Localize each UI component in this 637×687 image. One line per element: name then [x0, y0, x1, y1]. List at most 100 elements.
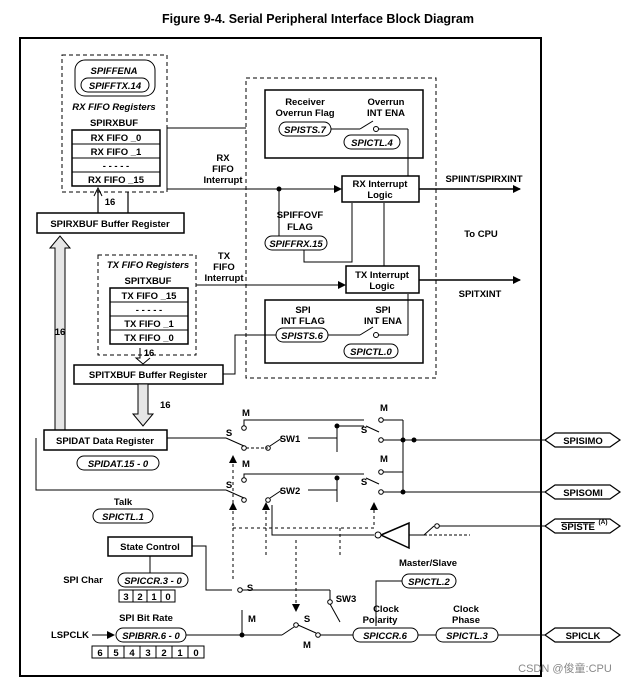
tx-fifo-item: TX FIFO _15 — [122, 291, 178, 302]
spiste-note: (A) — [598, 519, 607, 526]
receiver-label: Receiver — [285, 97, 325, 108]
spi-bit-rate-bit: 0 — [193, 648, 198, 659]
clk-s-label: S — [304, 614, 310, 625]
tx-fifo-heading: TX FIFO Registers — [107, 260, 189, 271]
overrun-flag-label: Overrun Flag — [275, 108, 334, 119]
tx-bus-width-small: 16 — [144, 348, 155, 359]
rx-fifo-heading: RX FIFO Registers — [72, 102, 155, 113]
spiffena-oval — [74, 59, 156, 97]
rx-fifo-interrupt-line2: FIFO — [212, 164, 234, 175]
spictl0-label: SPICTL.0 — [350, 347, 392, 358]
spi-bit-rate-bit: 2 — [161, 648, 166, 659]
tx-bus-arrow — [131, 383, 155, 427]
sw3-s-label: S — [247, 583, 253, 594]
rx-fifo-item: RX FIFO _0 — [91, 133, 142, 144]
spifftx14-oval — [80, 77, 150, 93]
spiccr6-label: SPICCR.6 — [363, 631, 408, 642]
clock-polarity-line1: Clock — [373, 604, 400, 615]
spi-char-label: SPI Char — [63, 575, 103, 586]
spi-char-bits: 3 2 1 0 — [118, 589, 176, 603]
rx-fifo-item: RX FIFO _15 — [88, 175, 145, 186]
talk-label: Talk — [114, 497, 133, 508]
spiffovf-label: SPIFFOVF — [277, 210, 324, 221]
pin-spiclk: SPICLK — [543, 627, 622, 643]
spi-bit-rate-label: SPI Bit Rate — [119, 613, 173, 624]
spists7-label: SPISTS.7 — [284, 125, 326, 136]
sw3-label: SW3 — [336, 594, 357, 605]
pin-spisomi: SPISOMI — [543, 484, 622, 500]
spidat-reg-oval — [76, 455, 160, 471]
spibrr-label: SPIBRR.6 - 0 — [122, 631, 180, 642]
spi-int-flag-line2: INT FLAG — [281, 316, 325, 327]
tx-fifo-group — [97, 254, 197, 356]
tx-interrupt-logic-line2: Logic — [369, 281, 394, 292]
sw2-label: SW2 — [280, 486, 301, 497]
spi-int-ena-line2: INT ENA — [364, 316, 402, 327]
spiste-label: SPISTE — [561, 522, 595, 533]
tx-fifo-interrupt-line3: Interrupt — [204, 273, 244, 284]
rx-fifo-item: - - - - - — [103, 161, 129, 172]
spiclk-label: SPICLK — [566, 631, 601, 642]
clk-m-label: M — [248, 614, 256, 625]
tx-bus-width: 16 — [160, 400, 171, 411]
spiste-buffer-icon — [379, 521, 410, 550]
tx-interrupt-logic-line1: TX Interrupt — [355, 270, 410, 281]
spi-char-bit: 1 — [151, 592, 157, 603]
spi-int-ena-line1: SPI — [375, 305, 390, 316]
spictl4-label: SPICTL.4 — [351, 138, 393, 149]
interrupt-region — [245, 77, 437, 379]
pin-spiste: SPISTE (A) — [543, 518, 622, 534]
spictl4-oval — [343, 134, 401, 150]
spi-int-box — [264, 299, 424, 364]
to-cpu-label: To CPU — [464, 229, 498, 240]
rx-bus-width-side: 16 — [55, 327, 66, 338]
spidat-reg-label: SPIDAT.15 - 0 — [88, 459, 149, 470]
spi-bit-rate-bit: 5 — [113, 648, 119, 659]
spifftx14-label: SPIFFTX.14 — [89, 81, 142, 92]
spi-bit-rate-bits: 6 5 4 3 2 1 0 — [91, 645, 205, 659]
spidat-data-register — [43, 429, 168, 451]
clk-m2-label: M — [303, 640, 311, 651]
simo-m-label: M — [380, 403, 388, 414]
spiffena-label: SPIFFENA — [91, 66, 138, 77]
rx-bus-arrow — [48, 235, 72, 431]
spisomi-label: SPISOMI — [563, 488, 603, 499]
somi-m-label: M — [380, 454, 388, 465]
spi-char-bit: 2 — [137, 592, 142, 603]
rx-fifo-group — [61, 54, 168, 193]
spidat-data-register-label: SPIDAT Data Register — [56, 436, 154, 447]
spitxbuf-buffer-register-label: SPITXBUF Buffer Register — [89, 370, 208, 381]
tx-interrupt-logic — [345, 265, 420, 294]
sw2-s-label: S — [226, 480, 232, 491]
overrun-ena-label: Overrun — [368, 97, 405, 108]
spiint-spirxint-label: SPIINT/SPIRXINT — [445, 174, 522, 185]
sw2-m-label: M — [242, 459, 250, 470]
spictl1-oval — [92, 508, 154, 524]
spirxbuf-buffer-register-label: SPIRXBUF Buffer Register — [50, 219, 170, 230]
rx-interrupt-logic-line1: RX Interrupt — [353, 179, 409, 190]
spirxbuf-label: SPIRXBUF — [90, 118, 138, 129]
master-slave-label: Master/Slave — [399, 558, 457, 569]
spiccr-char-oval — [117, 572, 189, 588]
rx-interrupt-logic-line2: Logic — [367, 190, 392, 201]
outer-frame — [19, 37, 542, 677]
spitxint-label: SPITXINT — [459, 289, 502, 300]
watermark: CSDN @俊童:CPU — [518, 661, 612, 675]
rx-fifo-item: RX FIFO _1 — [91, 147, 142, 158]
rx-fifo-interrupt-line3: Interrupt — [203, 175, 243, 186]
spi-char-bit: 0 — [165, 592, 170, 603]
spictl1-label: SPICTL.1 — [102, 512, 144, 523]
spi-bit-rate-bit: 4 — [129, 648, 135, 659]
tx-fifo-interrupt-line1: TX — [218, 251, 231, 262]
spiffrx15-label: SPIFFRX.15 — [269, 239, 323, 250]
tx-fifo-item: - - - - - — [136, 305, 162, 316]
clock-phase-line1: Clock — [453, 604, 480, 615]
lspclk-label: LSPCLK — [51, 630, 89, 641]
spi-bit-rate-bit: 3 — [145, 648, 150, 659]
spiffrx15-oval — [264, 235, 328, 251]
clock-phase-line2: Phase — [452, 615, 480, 626]
spi-bit-rate-bit: 1 — [177, 648, 183, 659]
spictl3-label: SPICTL.3 — [446, 631, 488, 642]
spists6-label: SPISTS.6 — [281, 331, 323, 342]
